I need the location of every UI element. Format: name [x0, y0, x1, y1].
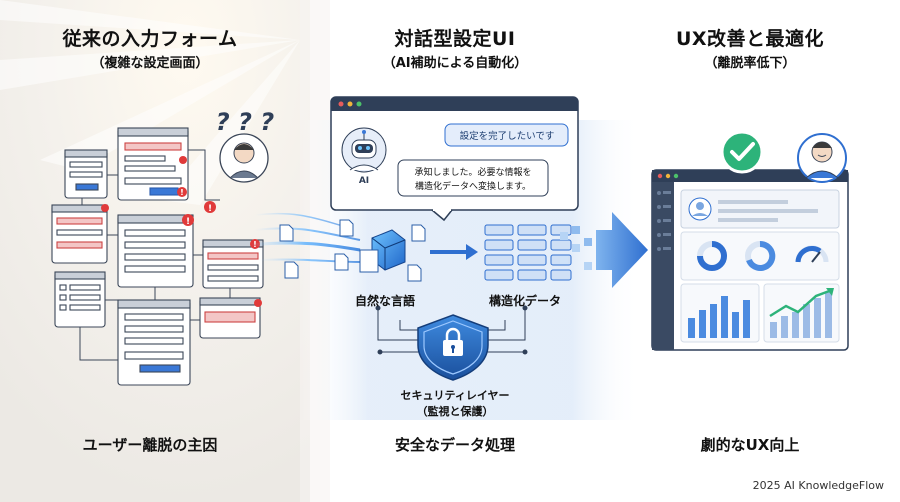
svg-text:!: ! [186, 217, 190, 227]
ai-chat-message-line2: 構造化データへ変換します。 [414, 182, 532, 192]
svg-text:!: ! [180, 188, 184, 197]
complex-forms [51, 127, 264, 386]
section-1-title: 従来の入力フォーム [62, 28, 238, 50]
user-chat-message: 設定を完了したいです [459, 131, 555, 142]
light-rays [0, 0, 300, 205]
lock-shield-icon [417, 314, 489, 381]
credit-text: 2025 AI KnowledgeFlow [752, 479, 884, 492]
section-3-title: UX改善と最適化 [675, 28, 825, 50]
section-1-footer: ユーザー離脱の主因 [82, 436, 218, 454]
ai-label: AI [358, 176, 370, 186]
section-3-subtitle: （離脱率低下） [704, 56, 796, 71]
security-layer-sublabel: （監視と保護） [416, 405, 494, 418]
data-stream [249, 212, 426, 282]
dashboard-window [651, 169, 849, 351]
success-check-icon [720, 130, 764, 174]
natural-language-label: 自然な言語 [354, 294, 415, 308]
section-2-footer: 安全なデータ処理 [394, 436, 515, 454]
progress-arrow [560, 212, 648, 288]
structured-data-label: 構造化データ [488, 294, 561, 308]
section-1-subtitle: （複雑な設定画面） [91, 56, 209, 71]
confused-user-avatar [219, 133, 269, 183]
section-2-title: 対話型設定UI [394, 28, 516, 50]
section-2-subtitle: （AI補助による自動化） [382, 56, 528, 71]
confusion-question-marks: ? ? ? [215, 108, 275, 136]
chat-window [330, 96, 579, 222]
happy-user-avatar [797, 133, 847, 183]
svg-text:!: ! [208, 204, 212, 214]
security-layer-label: セキュリティレイヤー [400, 389, 510, 402]
section-3-footer: 劇的なUX向上 [700, 436, 800, 454]
circuit-lines [375, 305, 528, 355]
ai-chat-message-line1: 承知しました。必要な情報を [414, 168, 532, 178]
